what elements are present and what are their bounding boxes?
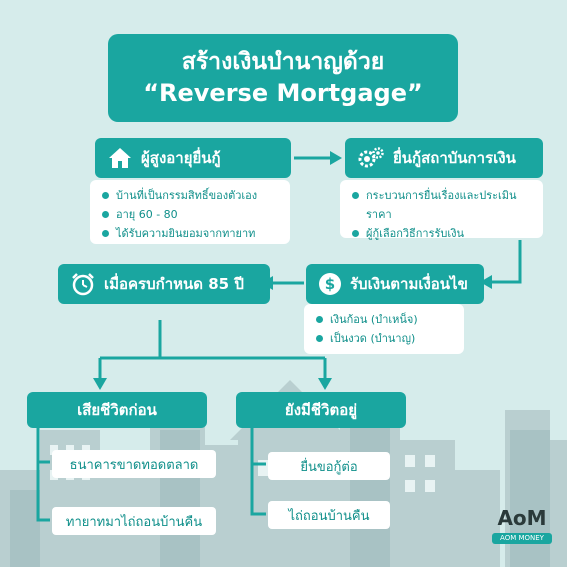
branch-right-option-text: ไถ่ถอนบ้านคืน [288, 508, 370, 524]
step1-label: ผู้สูงอายุยื่นกู้ [141, 149, 221, 167]
alarm-clock-icon [70, 272, 96, 296]
step1-item: อายุ 60 - 80 [100, 205, 280, 224]
step2-item: ผู้กู้เลือกวิธีการรับเงิน [350, 224, 533, 243]
step1-card: บ้านที่เป็นกรรมสิทธิ์ของตัวเอง อายุ 60 -… [90, 180, 290, 244]
dollar-icon: $ [318, 272, 342, 296]
step4-header: เมื่อครบกำหนด 85 ปี [58, 264, 270, 304]
step2-item: กระบวนการยื่นเรื่องและประเมินราคา [350, 186, 533, 224]
step2-header: ยื่นกู้สถาบันการเงิน [345, 138, 543, 178]
branch-left-option: ธนาคารขาดทอดตลาด [52, 450, 216, 478]
title-box: สร้างเงินบำนาญด้วย “Reverse Mortgage” [108, 34, 458, 122]
branch-left-header: เสียชีวิตก่อน [27, 392, 207, 428]
house-icon [107, 146, 133, 170]
step3-item: เงินก้อน (บำเหน็จ) [314, 310, 454, 329]
branch-left-option-text: ธนาคารขาดทอดตลาด [69, 457, 199, 473]
branch-left-label: เสียชีวิตก่อน [77, 401, 157, 419]
step4-label: เมื่อครบกำหนด 85 ปี [104, 275, 244, 293]
step3-card: เงินก้อน (บำเหน็จ) เป็นงวด (บำนาญ) [304, 304, 464, 354]
logo-text: AOM MONEY [492, 533, 552, 544]
branch-right-label: ยังมีชีวิตอยู่ [284, 401, 358, 419]
title-line2: “Reverse Mortgage” [143, 79, 423, 107]
step1-header: ผู้สูงอายุยื่นกู้ [95, 138, 291, 178]
svg-text:$: $ [325, 275, 335, 293]
step1-item: ได้รับความยินยอมจากทายาท [100, 224, 280, 243]
step3-label: รับเงินตามเงื่อนไข [350, 275, 468, 293]
step1-item: บ้านที่เป็นกรรมสิทธิ์ของตัวเอง [100, 186, 280, 205]
step2-card: กระบวนการยื่นเรื่องและประเมินราคา ผู้กู้… [340, 180, 543, 240]
branch-left-option: ทายาทมาไถ่ถอนบ้านคืน [52, 507, 216, 535]
title-line1: สร้างเงินบำนาญด้วย [181, 49, 385, 75]
logo-mark: AoM [497, 506, 547, 530]
step3-header: $ รับเงินตามเงื่อนไข [306, 264, 484, 304]
branch-right-option: ยื่นขอกู้ต่อ [268, 452, 390, 480]
branch-left-option-text: ทายาทมาไถ่ถอนบ้านคืน [65, 514, 203, 530]
branch-right-header: ยังมีชีวิตอยู่ [236, 392, 406, 428]
aom-money-logo: AoM AOM MONEY [488, 505, 556, 557]
branch-right-option-text: ยื่นขอกู้ต่อ [300, 459, 358, 475]
step3-item: เป็นงวด (บำนาญ) [314, 329, 454, 348]
branch-right-option: ไถ่ถอนบ้านคืน [268, 501, 390, 529]
gears-icon [357, 146, 385, 170]
step2-label: ยื่นกู้สถาบันการเงิน [393, 149, 516, 167]
